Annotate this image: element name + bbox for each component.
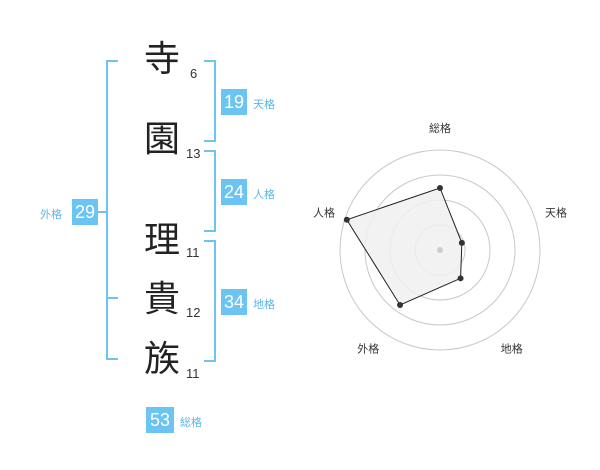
- jinkaku-bracket: [204, 150, 216, 232]
- radar-ring: [339, 149, 541, 351]
- name-char-2: 園: [143, 119, 180, 160]
- stroke-count-5: 11: [186, 366, 200, 381]
- tenkaku-value: 19: [221, 89, 247, 115]
- gaikaku-bracket-connector: [98, 211, 108, 213]
- radar-axis-label-4: 外格: [357, 342, 379, 356]
- radar-point-1: [437, 185, 443, 191]
- chikaku-label: 地格: [253, 298, 275, 311]
- stroke-count-3: 11: [186, 245, 200, 260]
- radar-center-dot: [437, 247, 443, 253]
- radar-axis-label-2: 天格: [545, 205, 567, 219]
- stroke-count-1: 6: [190, 66, 198, 81]
- chikaku-value: 34: [221, 289, 247, 315]
- tenkaku-label: 天格: [253, 98, 275, 111]
- radar-point-3: [457, 275, 464, 282]
- radar-axis-label-5: 人格: [313, 205, 335, 219]
- radar-axis-label-1: 総格: [429, 121, 451, 135]
- gaikaku-label: 外格: [40, 208, 62, 221]
- gaikaku-bracket: [106, 60, 118, 360]
- radar-area: [346, 187, 463, 306]
- radar-point-2: [458, 239, 465, 246]
- soukaku-label: 総格: [180, 416, 202, 429]
- name-char-5: 族: [143, 339, 180, 380]
- name-char-4: 貴: [143, 279, 180, 320]
- radar-points: [343, 185, 465, 309]
- gaikaku-bracket-divider: [106, 297, 118, 299]
- radar-point-4: [397, 302, 404, 309]
- soukaku-value: 53: [146, 407, 174, 433]
- radar-point-5: [343, 216, 350, 223]
- jinkaku-label: 人格: [253, 188, 275, 201]
- stroke-count-2: 13: [186, 146, 201, 161]
- gaikaku-value: 29: [72, 199, 98, 225]
- radar-axis-label-3: 地格: [501, 342, 523, 356]
- name-char-3: 理: [143, 220, 180, 261]
- name-char-1: 寺: [143, 39, 180, 80]
- stroke-count-4: 12: [186, 305, 201, 320]
- radar-ring: [364, 174, 516, 326]
- tenkaku-bracket: [204, 60, 216, 142]
- jinkaku-value: 24: [221, 179, 247, 205]
- chikaku-bracket: [204, 240, 216, 362]
